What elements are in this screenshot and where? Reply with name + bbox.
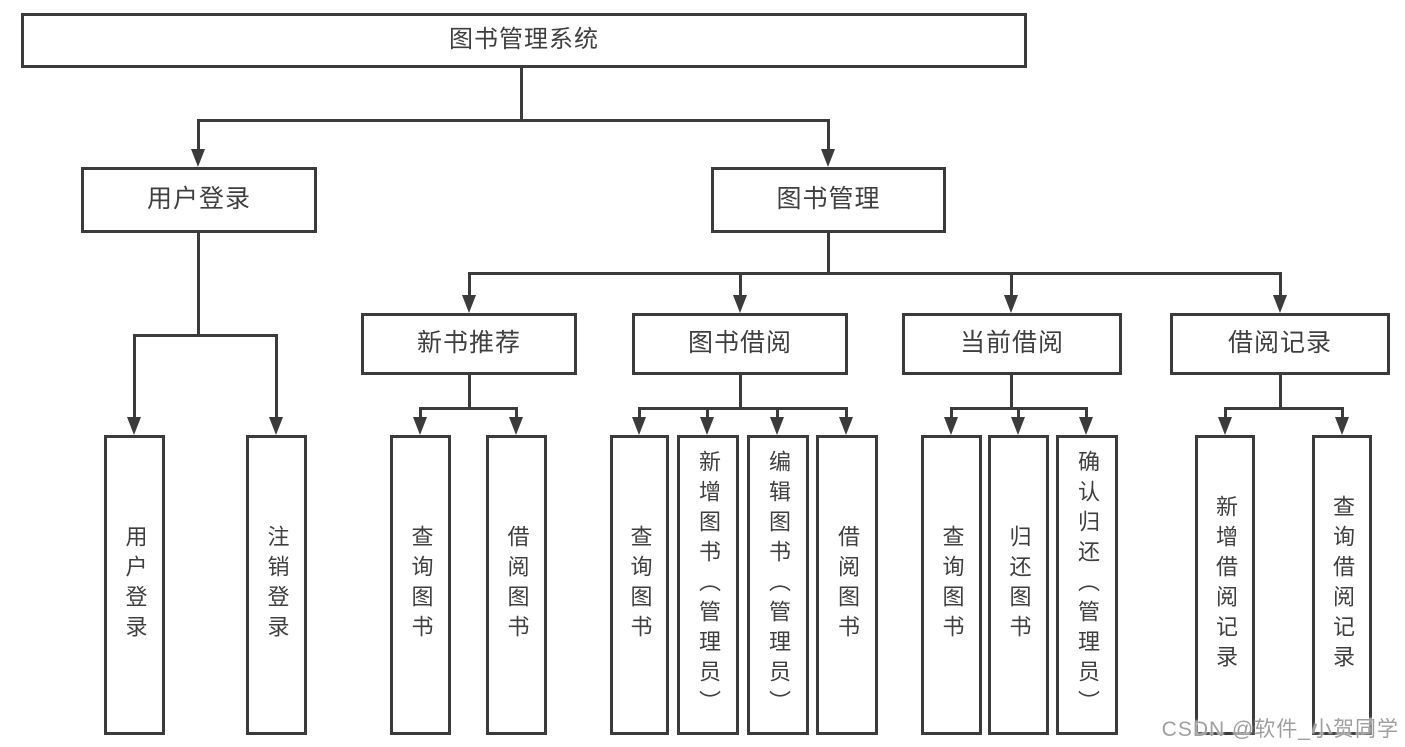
leaf-confirm-return-admin: 确认归还（管理员） <box>1056 435 1118 735</box>
leaf-edit-book-admin: 编辑图书（管理员） <box>747 435 809 735</box>
arrowhead-down-icon <box>1011 417 1025 435</box>
node-user-login: 用户登录 <box>81 167 317 233</box>
connector-line <box>133 334 136 422</box>
arrowhead-down-icon <box>509 417 523 435</box>
connector-line <box>468 272 471 300</box>
connector-line <box>1010 272 1013 300</box>
connector-line <box>1085 407 1088 422</box>
connector-line <box>827 233 830 275</box>
arrowhead-down-icon <box>821 149 835 167</box>
arrowhead-down-icon <box>700 417 714 435</box>
connector-line <box>739 272 742 300</box>
arrowhead-down-icon <box>127 417 141 435</box>
node-new-book-recommend: 新书推荐 <box>361 313 577 375</box>
connector-line <box>739 375 742 410</box>
leaf-borrow-book-1: 借阅图书 <box>486 435 547 735</box>
connector-line <box>275 334 278 422</box>
node-current-borrow: 当前借阅 <box>902 313 1122 375</box>
connector-line <box>776 407 779 422</box>
leaf-query-book-1: 查询图书 <box>390 435 451 735</box>
node-book-management: 图书管理 <box>711 167 946 233</box>
arrowhead-down-icon <box>733 295 747 313</box>
arrowhead-down-icon <box>839 417 853 435</box>
connector-line <box>638 407 848 410</box>
connector-line <box>1341 407 1344 422</box>
arrowhead-down-icon <box>269 417 283 435</box>
leaf-return-book: 归还图书 <box>988 435 1049 735</box>
connector-line <box>1224 407 1344 410</box>
connector-line <box>950 407 953 422</box>
arrowhead-down-icon <box>1335 417 1349 435</box>
arrowhead-down-icon <box>770 417 784 435</box>
connector-line <box>515 407 518 422</box>
connector-line <box>1010 375 1013 410</box>
arrowhead-down-icon <box>1004 295 1018 313</box>
leaf-query-book-2: 查询图书 <box>610 435 669 735</box>
connector-line <box>1017 407 1020 422</box>
arrowhead-down-icon <box>1079 417 1093 435</box>
arrowhead-down-icon <box>462 295 476 313</box>
connector-line <box>827 119 830 153</box>
connector-line <box>638 407 641 422</box>
connector-line <box>419 407 422 422</box>
connector-line <box>419 407 518 410</box>
csdn-watermark: CSDN @软件_小贺同学 <box>1161 718 1399 741</box>
arrowhead-down-icon <box>191 149 205 167</box>
leaf-query-borrow-record: 查询借阅记录 <box>1312 435 1372 735</box>
connector-line <box>1279 272 1282 300</box>
leaf-logout: 注销登录 <box>246 435 307 735</box>
connector-line <box>197 233 200 337</box>
connector-line <box>133 334 278 337</box>
connector-line <box>468 375 471 410</box>
arrowhead-down-icon <box>413 417 427 435</box>
connector-line <box>197 119 830 122</box>
connector-line <box>197 119 200 153</box>
leaf-borrow-book-2: 借阅图书 <box>816 435 878 735</box>
connector-line <box>845 407 848 422</box>
arrowhead-down-icon <box>944 417 958 435</box>
connector-line <box>468 272 1282 275</box>
arrowhead-down-icon <box>1218 417 1232 435</box>
node-root: 图书管理系统 <box>21 13 1027 68</box>
connector-line <box>1224 407 1227 422</box>
node-borrow-record: 借阅记录 <box>1170 313 1390 375</box>
connector-line <box>706 407 709 422</box>
connector-line <box>520 68 523 121</box>
connector-line <box>1279 375 1282 410</box>
arrowhead-down-icon <box>1273 295 1287 313</box>
node-book-borrow: 图书借阅 <box>632 313 848 375</box>
leaf-add-borrow-record: 新增借阅记录 <box>1195 435 1255 735</box>
arrowhead-down-icon <box>632 417 646 435</box>
leaf-query-book-3: 查询图书 <box>921 435 982 735</box>
leaf-user-login: 用户登录 <box>104 435 165 735</box>
leaf-add-book-admin: 新增图书（管理员） <box>677 435 739 735</box>
